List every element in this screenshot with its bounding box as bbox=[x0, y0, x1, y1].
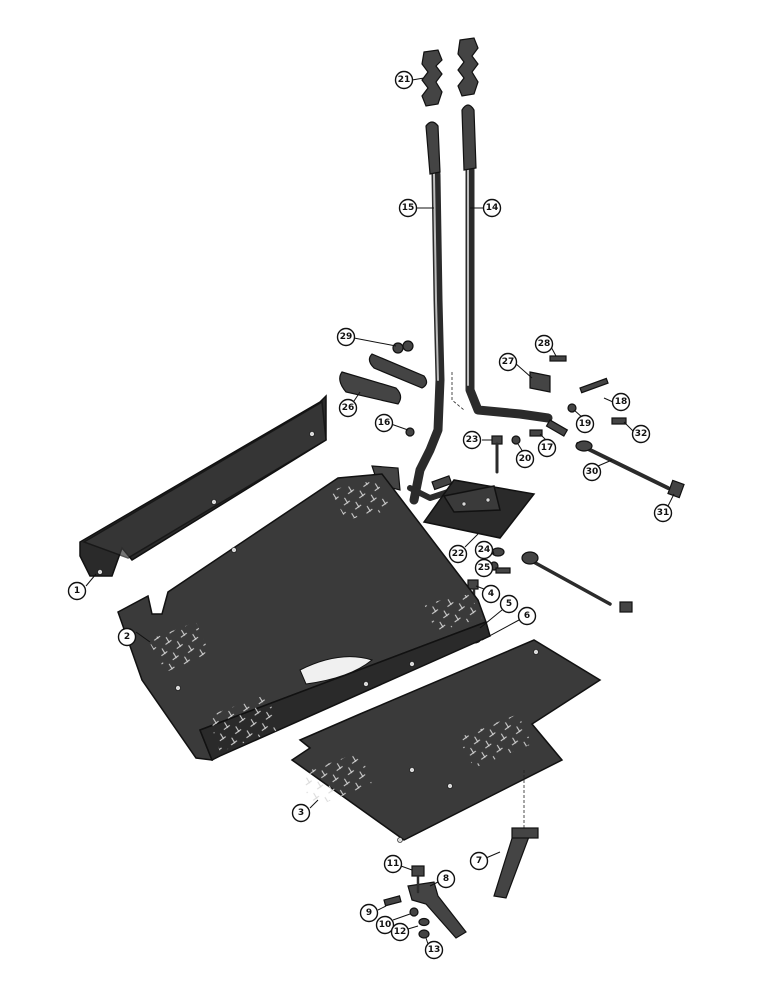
svg-text:17: 17 bbox=[541, 443, 554, 453]
callout-19: 19 bbox=[575, 414, 595, 434]
pedal-platform-22 bbox=[422, 475, 536, 539]
svg-text:26: 26 bbox=[342, 403, 355, 413]
callout-7: 7 bbox=[469, 851, 489, 871]
callout-31: 31 bbox=[653, 503, 673, 523]
svg-text:30: 30 bbox=[586, 467, 599, 477]
svg-text:31: 31 bbox=[657, 508, 670, 518]
cover-plate-26 bbox=[339, 371, 402, 405]
svg-text:22: 22 bbox=[452, 549, 465, 559]
lever-left bbox=[407, 121, 451, 505]
callout-28: 28 bbox=[534, 334, 554, 354]
callout-32: 32 bbox=[631, 424, 651, 444]
callout-9: 9 bbox=[359, 903, 379, 923]
callout-26: 26 bbox=[338, 398, 358, 418]
callout-23: 23 bbox=[462, 430, 482, 450]
callout-12: 12 bbox=[390, 922, 410, 942]
svg-text:15: 15 bbox=[402, 203, 415, 213]
floor-plate-3 bbox=[290, 639, 602, 843]
bracket-8 bbox=[407, 881, 467, 939]
svg-text:24: 24 bbox=[478, 545, 491, 555]
svg-text:13: 13 bbox=[428, 945, 441, 955]
svg-text:4: 4 bbox=[488, 589, 494, 599]
callout-20: 20 bbox=[515, 449, 535, 469]
callout-10: 10 bbox=[375, 915, 395, 935]
svg-text:1: 1 bbox=[74, 586, 80, 596]
callout-13: 13 bbox=[424, 940, 444, 960]
svg-text:2: 2 bbox=[124, 632, 130, 642]
callout-27: 27 bbox=[498, 352, 518, 372]
svg-text:10: 10 bbox=[379, 920, 392, 930]
svg-text:19: 19 bbox=[579, 419, 592, 429]
svg-text:23: 23 bbox=[466, 435, 479, 445]
grip-right bbox=[457, 37, 479, 97]
callout-25: 25 bbox=[474, 558, 494, 578]
callout-15: 15 bbox=[398, 198, 418, 218]
svg-text:8: 8 bbox=[443, 874, 449, 884]
leader-lines bbox=[85, 77, 675, 945]
callout-5: 5 bbox=[499, 594, 519, 614]
svg-text:7: 7 bbox=[476, 856, 482, 866]
bracket-7 bbox=[493, 827, 539, 899]
callout-29: 29 bbox=[336, 327, 356, 347]
svg-text:18: 18 bbox=[615, 397, 628, 407]
callout-3: 3 bbox=[291, 803, 311, 823]
callout-30: 30 bbox=[582, 462, 602, 482]
bracket-27 bbox=[529, 355, 567, 393]
grip-left bbox=[421, 49, 443, 107]
svg-text:16: 16 bbox=[378, 418, 391, 428]
floor-plate-2 bbox=[117, 473, 491, 762]
svg-text:25: 25 bbox=[478, 563, 491, 573]
svg-text:14: 14 bbox=[486, 203, 499, 213]
svg-text:11: 11 bbox=[387, 859, 400, 869]
callout-2: 2 bbox=[117, 627, 137, 647]
callout-17: 17 bbox=[537, 438, 557, 458]
callout-16: 16 bbox=[374, 413, 394, 433]
callout-18: 18 bbox=[611, 392, 631, 412]
callout-22: 22 bbox=[448, 544, 468, 564]
cover-plate-upper bbox=[368, 353, 428, 389]
callout-6: 6 bbox=[517, 606, 537, 626]
callout-14: 14 bbox=[482, 198, 502, 218]
callout-1: 1 bbox=[67, 581, 87, 601]
svg-text:3: 3 bbox=[298, 808, 304, 818]
svg-text:20: 20 bbox=[519, 454, 532, 464]
callout-11: 11 bbox=[383, 854, 403, 874]
svg-text:27: 27 bbox=[502, 357, 515, 367]
callout-8: 8 bbox=[436, 869, 456, 889]
svg-text:29: 29 bbox=[340, 332, 353, 342]
svg-text:12: 12 bbox=[394, 927, 407, 937]
svg-text:5: 5 bbox=[506, 599, 512, 609]
rod-30 bbox=[575, 440, 670, 490]
callout-4: 4 bbox=[481, 584, 501, 604]
svg-text:9: 9 bbox=[366, 908, 372, 918]
svg-text:28: 28 bbox=[538, 339, 551, 349]
svg-text:21: 21 bbox=[398, 75, 411, 85]
side-plate-1 bbox=[79, 394, 327, 577]
callout-24: 24 bbox=[474, 540, 494, 560]
callout-21: 21 bbox=[394, 70, 414, 90]
svg-text:6: 6 bbox=[524, 611, 530, 621]
lever-right bbox=[461, 104, 553, 423]
rod-lower bbox=[521, 551, 633, 613]
svg-text:32: 32 bbox=[635, 429, 648, 439]
nut-31 bbox=[667, 479, 685, 499]
